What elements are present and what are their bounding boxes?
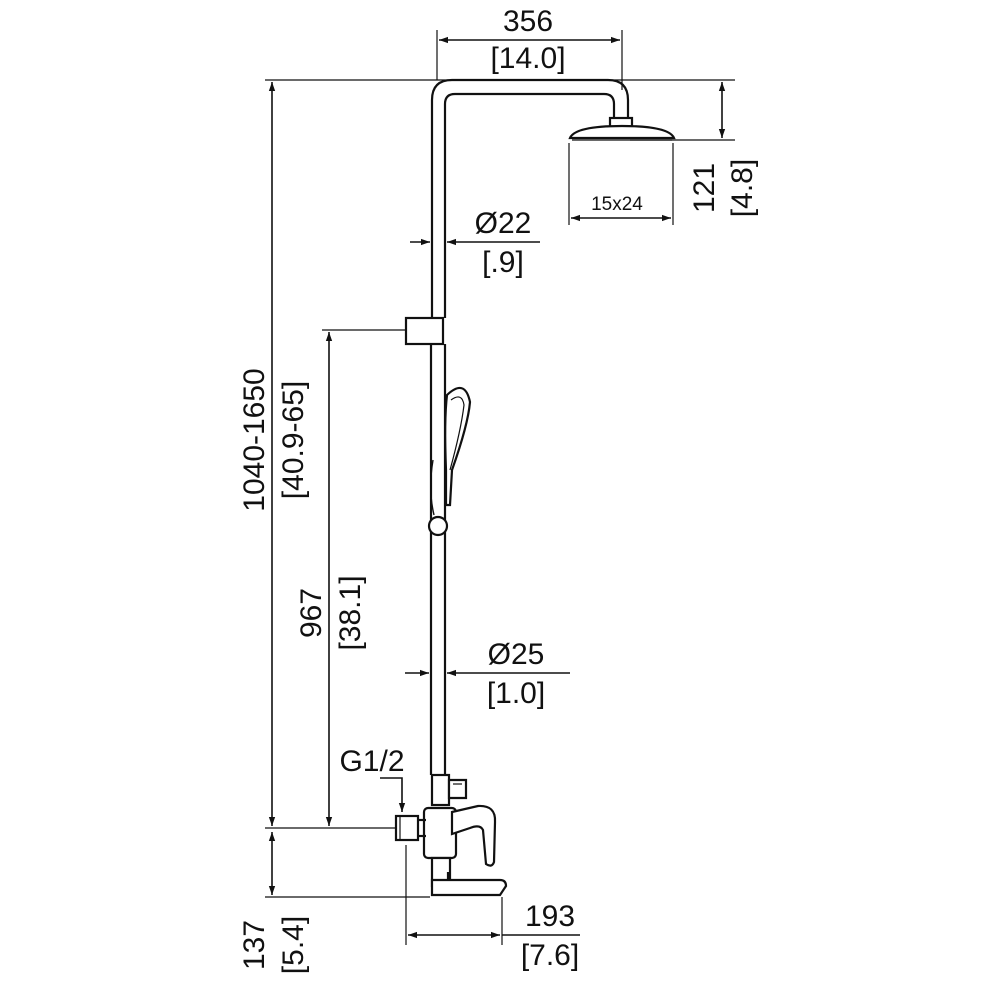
label-121-mm: 121 xyxy=(688,163,721,213)
label-137-inch: [5.4] xyxy=(277,916,310,974)
upper-riser-pipe-inner xyxy=(443,92,616,318)
bath-spout xyxy=(430,878,508,897)
label-121-inch: [4.8] xyxy=(726,159,759,217)
label-193-mm: 193 xyxy=(525,900,575,933)
dimension-labels: 356 [14.0] 121 [4.8] 15x24 Ø22 [.9] 1040… xyxy=(238,5,759,974)
label-967-mm: 967 xyxy=(295,588,328,638)
leader-g12 xyxy=(380,777,406,812)
rain-shower-head xyxy=(568,124,676,140)
label-g12: G1/2 xyxy=(339,745,404,778)
diverter-knob xyxy=(447,778,468,800)
slider-knob xyxy=(427,515,449,537)
label-total-inch: [40.9-65] xyxy=(277,381,310,499)
label-137-mm: 137 xyxy=(238,920,271,970)
dimension-lines xyxy=(265,30,735,945)
label-193-inch: [7.6] xyxy=(521,939,579,972)
slide-holder xyxy=(404,316,445,346)
lever-handle xyxy=(450,804,497,867)
label-d25-inch: [1.0] xyxy=(487,677,545,710)
label-356-mm: 356 xyxy=(503,5,553,38)
hand-shower xyxy=(444,386,472,507)
wall-connector xyxy=(394,814,420,842)
label-head-size: 15x24 xyxy=(591,194,643,215)
shower-outline xyxy=(394,78,676,897)
diverter-block xyxy=(430,773,451,807)
label-d25-mm: Ø25 xyxy=(488,638,545,671)
label-total-mm: 1040-1650 xyxy=(238,368,271,511)
label-d22-inch: [.9] xyxy=(482,246,524,279)
label-967-inch: [38.1] xyxy=(334,575,367,650)
label-356-inch: [14.0] xyxy=(490,42,565,75)
label-d22-mm: Ø22 xyxy=(475,207,532,240)
